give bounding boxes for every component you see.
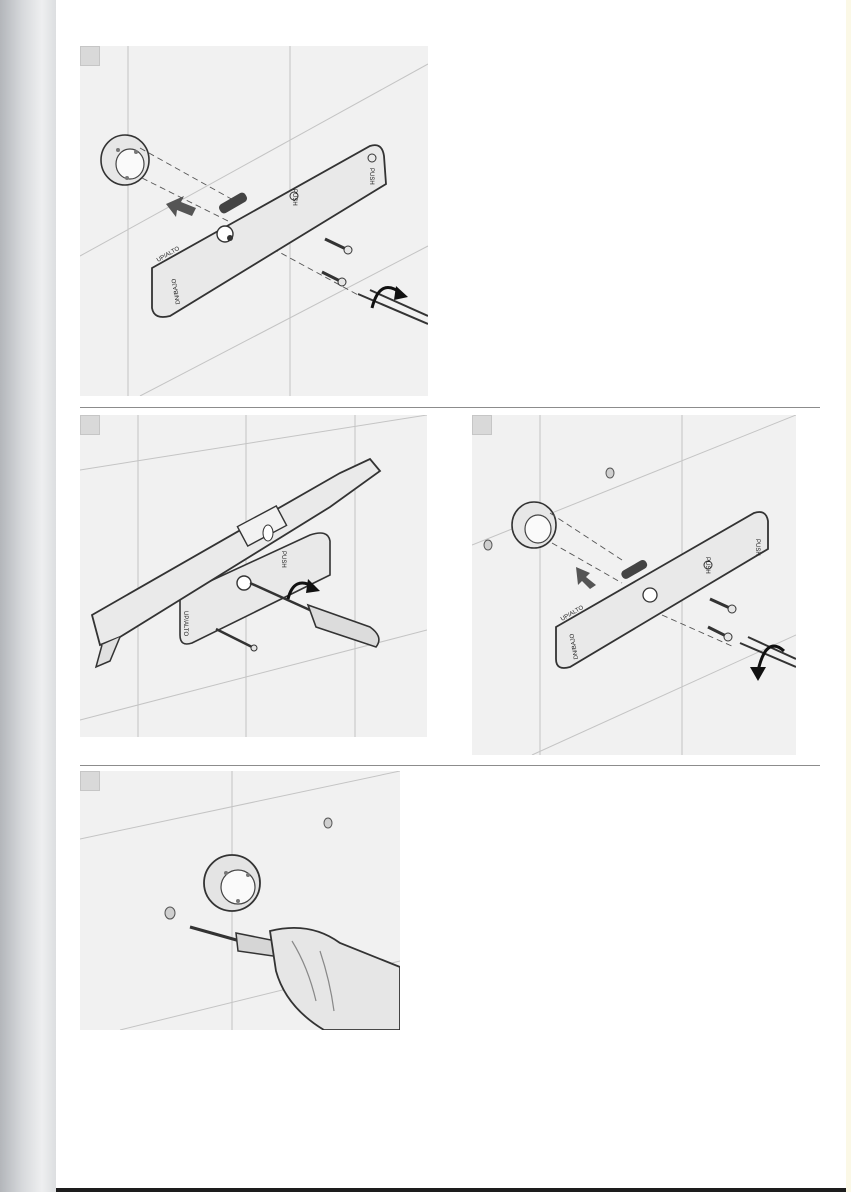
- shower-valve-housing: [101, 135, 149, 185]
- mounting-plate: PUSH PUSH UP/ALTO DN/BAJO: [152, 145, 386, 317]
- step-3-marker: [472, 415, 492, 435]
- row-divider: [80, 765, 820, 766]
- step-1-illustration: PUSH PUSH UP/ALTO DN/BAJO: [80, 46, 428, 396]
- plate-label-end1: PUSH: [368, 168, 374, 185]
- row-divider: [80, 407, 820, 408]
- shower-valve-housing: [512, 502, 556, 548]
- page-bottom-edge: [56, 1188, 846, 1192]
- step-1-drawing: PUSH PUSH UP/ALTO DN/BAJO: [80, 46, 428, 396]
- plate-label-mid: PUSH: [280, 551, 286, 568]
- screwdriver: [250, 583, 379, 647]
- step-3-illustration: PUSH PUSH UP/ALTO DN/BAJO: [472, 415, 796, 755]
- step-4-drawing: [80, 771, 400, 1030]
- plate-label-top: UP/ALTO: [182, 611, 188, 636]
- wall-hole: [484, 540, 492, 550]
- step-4-marker: [80, 771, 100, 791]
- screwdriver: [358, 290, 428, 324]
- mounting-screws: [322, 239, 352, 286]
- step-2-drawing: UP/ALTO PUSH: [80, 415, 427, 737]
- plate-label-end1: PUSH: [754, 539, 760, 556]
- wall-hole: [606, 468, 614, 478]
- page-edge: [846, 0, 851, 1192]
- step-2-marker: [80, 415, 100, 435]
- loose-screw: [216, 629, 257, 651]
- section-side-tab: [0, 0, 56, 1192]
- screwdriver: [740, 637, 796, 667]
- power-drill: [190, 927, 400, 1030]
- step-1-marker: [80, 46, 100, 66]
- wall-hole: [165, 907, 175, 919]
- wall-hole: [324, 818, 332, 828]
- step-4-illustration: [80, 771, 400, 1030]
- plate-label-mid: PUSH: [291, 189, 297, 206]
- step-3-drawing: PUSH PUSH UP/ALTO DN/BAJO: [472, 415, 796, 755]
- plate-label-mid: PUSH: [704, 557, 710, 574]
- mounting-plate: PUSH PUSH UP/ALTO DN/BAJO: [556, 512, 768, 668]
- push-direction-arrow-icon: [576, 567, 596, 589]
- shower-valve-housing: [204, 855, 260, 911]
- push-direction-arrow-icon: [166, 196, 196, 217]
- step-2-illustration: UP/ALTO PUSH: [80, 415, 427, 737]
- mounting-screws: [708, 599, 736, 641]
